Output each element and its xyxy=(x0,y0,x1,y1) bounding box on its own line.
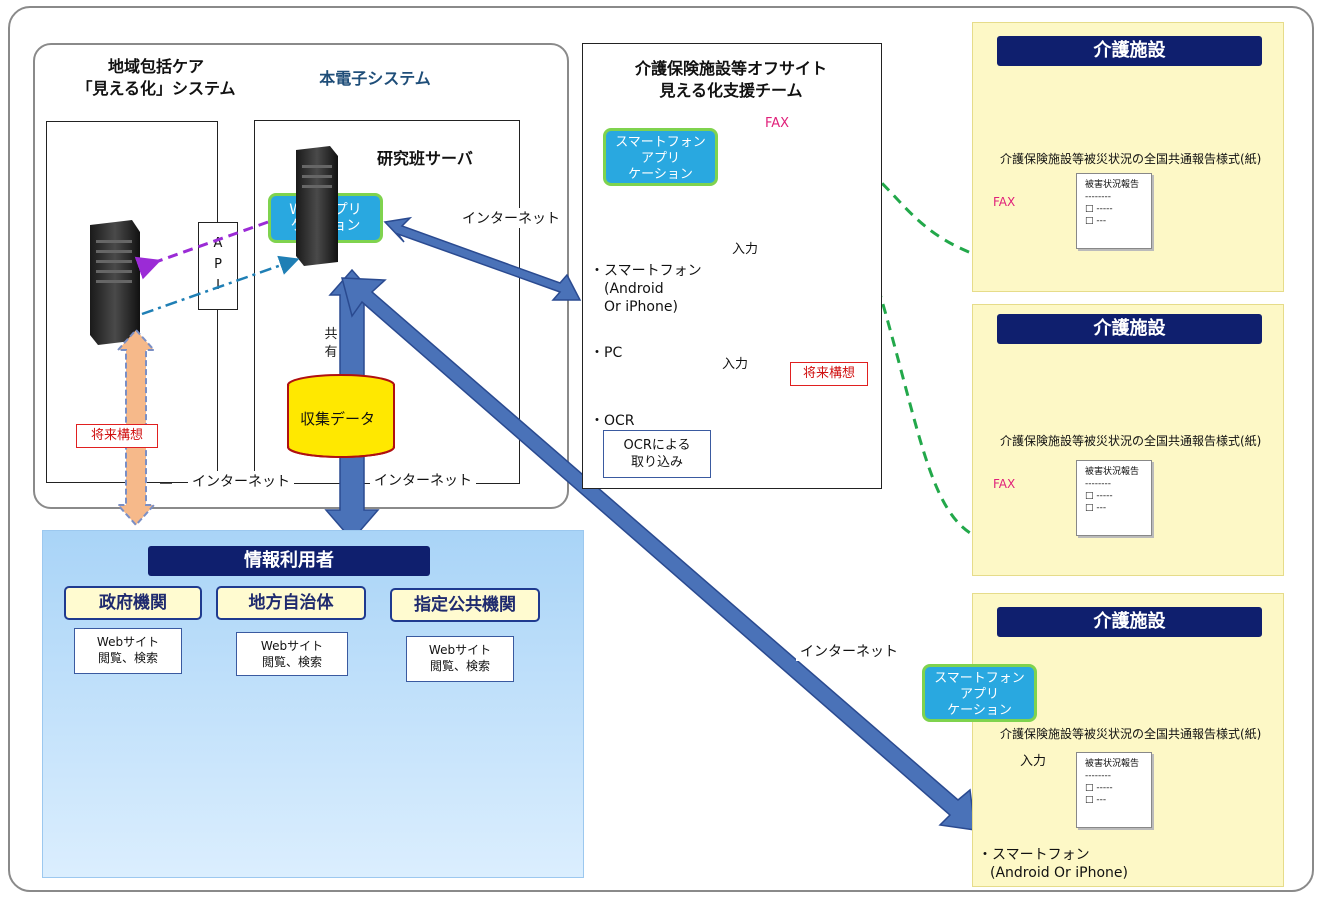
facility-app-line2: アプリ xyxy=(959,687,999,702)
ocr-device-label: ・OCR xyxy=(590,413,635,429)
facility-fax-label-1: FAX xyxy=(993,195,1016,209)
facility-heading-1: 介護施設 xyxy=(997,36,1262,66)
internet-arrow-top xyxy=(383,216,582,301)
smartphone-line2: (Android xyxy=(604,281,664,297)
report-line-1c: □ --- xyxy=(1085,216,1107,226)
server-label: 研究班サーバ xyxy=(377,149,473,168)
e-system-title: 本電子システム xyxy=(319,69,431,88)
fax-label: FAX xyxy=(765,116,790,131)
support-title-line2: 見える化支援チーム xyxy=(659,81,803,100)
api-letter-i: I xyxy=(216,278,220,293)
org-public-agency: 指定公共機関 xyxy=(390,588,540,622)
web-line1-muni: Webサイト xyxy=(260,639,324,653)
facility-form-caption-2: 介護保険施設等被災状況の全国共通報告様式(紙) xyxy=(1000,434,1262,448)
app-line3: ケーション xyxy=(628,167,693,182)
facility-report-form-2: 被害状況報告 -------- □ ----- □ --- xyxy=(1076,460,1152,536)
report-line-3b: □ ----- xyxy=(1085,783,1113,793)
web-line2-gov: 閲覧、検索 xyxy=(97,651,158,665)
facility-form-caption-1: 介護保険施設等被災状況の全国共通報告様式(紙) xyxy=(1000,152,1262,166)
input-label-1: 入力 xyxy=(732,242,759,257)
report-line-2c: □ --- xyxy=(1085,503,1107,513)
database-label: 収集データ xyxy=(300,410,376,428)
share-label: 共 有 xyxy=(323,326,339,362)
facility-smartphone-line1: ・スマートフォン xyxy=(978,847,1090,863)
report-line-2b: □ ----- xyxy=(1085,491,1113,501)
support-title-line1: 介護保険施設等オフサイト xyxy=(634,59,827,78)
api-arrow-teal xyxy=(141,255,300,316)
outer-frame xyxy=(8,6,1314,892)
internet-label-diagonal: インターネット xyxy=(796,641,902,661)
share-char-1: 共 xyxy=(324,327,338,342)
report-line-2a: -------- xyxy=(1085,479,1111,489)
left-system-title-line2: 「見える化」システム xyxy=(76,79,236,98)
web-browse-public-agency[interactable]: Webサイト 閲覧、検索 xyxy=(406,636,514,682)
web-browse-municipality[interactable]: Webサイト 閲覧、検索 xyxy=(236,632,348,676)
facility-app-line3: ケーション xyxy=(947,703,1012,718)
facility-form-caption-3: 介護保険施設等被災状況の全国共通報告様式(紙) xyxy=(1000,727,1262,741)
facility-input-label: 入力 xyxy=(1020,754,1047,769)
facility-app-line1: スマートフォン xyxy=(934,671,1025,686)
internet-label-top: インターネット xyxy=(458,208,564,228)
internet-label-mid: インターネット xyxy=(370,470,476,490)
web-line2-muni: 閲覧、検索 xyxy=(261,655,322,669)
server-tower-icon xyxy=(90,220,140,345)
future-label-right: 将来構想 xyxy=(790,362,868,386)
info-users-heading: 情報利用者 xyxy=(148,546,430,576)
app-line2: アプリ xyxy=(640,151,680,166)
web-line1-gov: Webサイト xyxy=(96,635,160,649)
report-line-1b: □ ----- xyxy=(1085,204,1113,214)
facility-smartphone-label: ・スマートフォン (Android Or iPhone) xyxy=(978,846,1128,882)
facility-report-form-1: 被害状況報告 -------- □ ----- □ --- xyxy=(1076,173,1152,249)
left-system-title-line1: 地域包括ケア xyxy=(107,57,204,76)
facility-heading-2: 介護施設 xyxy=(997,314,1262,344)
org-municipality: 地方自治体 xyxy=(216,586,366,620)
ocr-box-line2: 取り込み xyxy=(630,455,683,470)
report-title-2: 被害状況報告 xyxy=(1085,467,1140,477)
facility-smartphone-line2: (Android Or iPhone) xyxy=(990,865,1128,881)
info-users-panel xyxy=(42,530,584,878)
ocr-import-box: OCRによる 取り込み xyxy=(603,430,711,478)
facility-report-form-3: 被害状況報告 -------- □ ----- □ --- xyxy=(1076,752,1152,828)
api-letter-p: P xyxy=(214,257,222,272)
web-line2-pub: 閲覧、検索 xyxy=(429,659,490,673)
database-icon xyxy=(287,374,395,458)
smartphone-device-label: ・スマートフォン (Android Or iPhone) xyxy=(590,262,702,316)
web-browse-government[interactable]: Webサイト 閲覧、検索 xyxy=(74,628,182,674)
app-line1: スマートフォン xyxy=(615,135,706,150)
api-box: A P I xyxy=(198,222,238,310)
api-letter-a: A xyxy=(213,236,223,251)
web-line1-pub: Webサイト xyxy=(428,643,492,657)
smartphone-app-pill[interactable]: スマートフォン アプリ ケーション xyxy=(603,128,718,186)
future-label-left: 将来構想 xyxy=(76,424,158,448)
pc-device-label: ・PC xyxy=(590,345,623,361)
facility-heading-3: 介護施設 xyxy=(997,607,1262,637)
report-line-3a: -------- xyxy=(1085,771,1111,781)
org-government: 政府機関 xyxy=(64,586,202,620)
smartphone-line3: Or iPhone) xyxy=(604,299,678,315)
facility-fax-label-2: FAX xyxy=(993,477,1016,491)
share-char-2: 有 xyxy=(324,345,338,360)
report-line-3c: □ --- xyxy=(1085,795,1107,805)
support-team-title: 介護保険施設等オフサイト 見える化支援チーム xyxy=(600,58,862,102)
api-arrow-purple xyxy=(134,220,269,280)
report-title-3: 被害状況報告 xyxy=(1085,759,1140,769)
facility-panel-3 xyxy=(972,593,1284,887)
research-server-icon xyxy=(296,146,338,266)
input-label-2: 入力 xyxy=(722,357,749,372)
facility-smartphone-app-pill[interactable]: スマートフォン アプリ ケーション xyxy=(922,664,1037,722)
report-line-1a: -------- xyxy=(1085,192,1111,202)
report-title-1: 被害状況報告 xyxy=(1085,180,1140,190)
support-team-box xyxy=(582,43,882,489)
ocr-box-line1: OCRによる xyxy=(623,438,691,453)
smartphone-line1: ・スマートフォン xyxy=(590,263,702,279)
left-system-title: 地域包括ケア 「見える化」システム xyxy=(66,56,246,100)
internet-label-left: インターネット xyxy=(188,471,294,491)
